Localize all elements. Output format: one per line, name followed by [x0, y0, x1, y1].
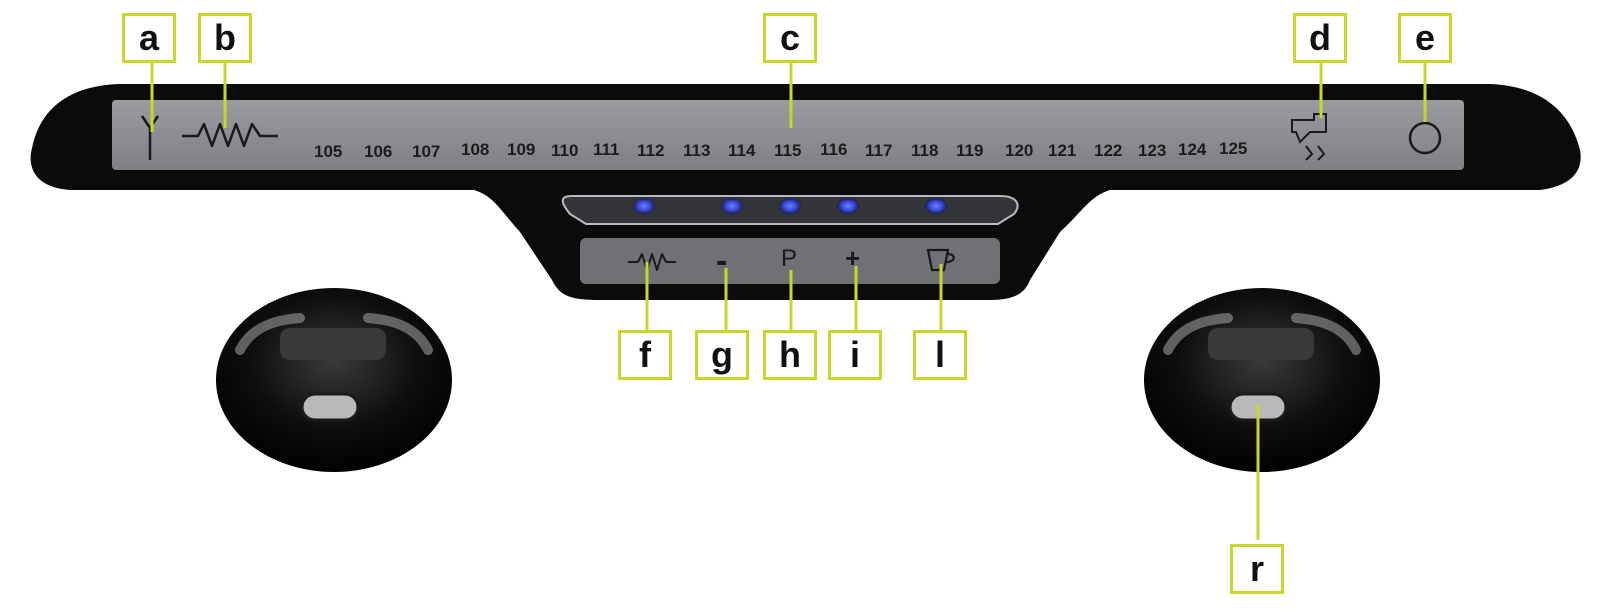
temp-tick: 114: [728, 141, 756, 160]
resistance-button-icon[interactable]: [628, 253, 676, 271]
callout-r: r: [1230, 544, 1284, 594]
temp-tick: 118: [911, 141, 939, 160]
callout-e: e: [1398, 13, 1452, 63]
callout-d: d: [1293, 13, 1347, 63]
temp-tick: 120: [1005, 141, 1034, 160]
callout-b: b: [198, 13, 252, 63]
temp-tick: 115: [774, 141, 802, 160]
temp-tick: 109: [507, 140, 536, 159]
callout-f: f: [618, 330, 672, 380]
temp-tick: 119: [956, 141, 984, 160]
temp-tick: 113: [683, 141, 711, 160]
temp-tick: 112: [637, 141, 665, 160]
led-indicator-bar: [561, 195, 1019, 225]
temp-tick: 122: [1094, 141, 1123, 160]
callout-c: c: [763, 13, 817, 63]
temp-tick: 116: [820, 140, 848, 159]
indicator-led: [837, 198, 859, 214]
temp-tick: 105: [314, 142, 343, 161]
callout-g: g: [695, 330, 749, 380]
power-circle-icon[interactable]: [1408, 121, 1442, 155]
antenna-icon: [140, 115, 160, 160]
temp-tick: 123: [1138, 141, 1167, 160]
callout-l: l: [913, 330, 967, 380]
temp-tick: 111: [593, 140, 620, 159]
button-strip: [580, 238, 1000, 284]
temp-tick: 108: [461, 140, 490, 159]
plus-button[interactable]: +: [845, 243, 861, 273]
temp-tick: 117: [865, 141, 893, 160]
display-strip: [112, 100, 1464, 170]
callout-h: h: [763, 330, 817, 380]
cup-icon[interactable]: [926, 248, 955, 272]
indicator-led: [925, 198, 947, 214]
leader-lines: [150, 62, 1427, 540]
minus-button[interactable]: -: [716, 242, 728, 280]
temp-tick: 121: [1048, 141, 1077, 160]
indicator-led: [779, 198, 801, 214]
temp-tick: 110: [551, 141, 579, 160]
coffee-group-steam-icon: [1291, 113, 1327, 161]
temp-tick: 124: [1178, 140, 1207, 159]
indicator-led: [633, 198, 655, 214]
program-button[interactable]: P: [781, 245, 798, 272]
temp-tick: 107: [412, 142, 441, 161]
temp-tick: 106: [364, 142, 393, 161]
callout-i: i: [828, 330, 882, 380]
left-steam-knob[interactable]: [216, 288, 452, 472]
indicator-led: [721, 198, 743, 214]
heating-resistance-icon: [182, 122, 278, 148]
temp-tick: 125: [1219, 139, 1248, 158]
right-steam-knob[interactable]: [1144, 288, 1380, 472]
callout-a: a: [122, 13, 176, 63]
